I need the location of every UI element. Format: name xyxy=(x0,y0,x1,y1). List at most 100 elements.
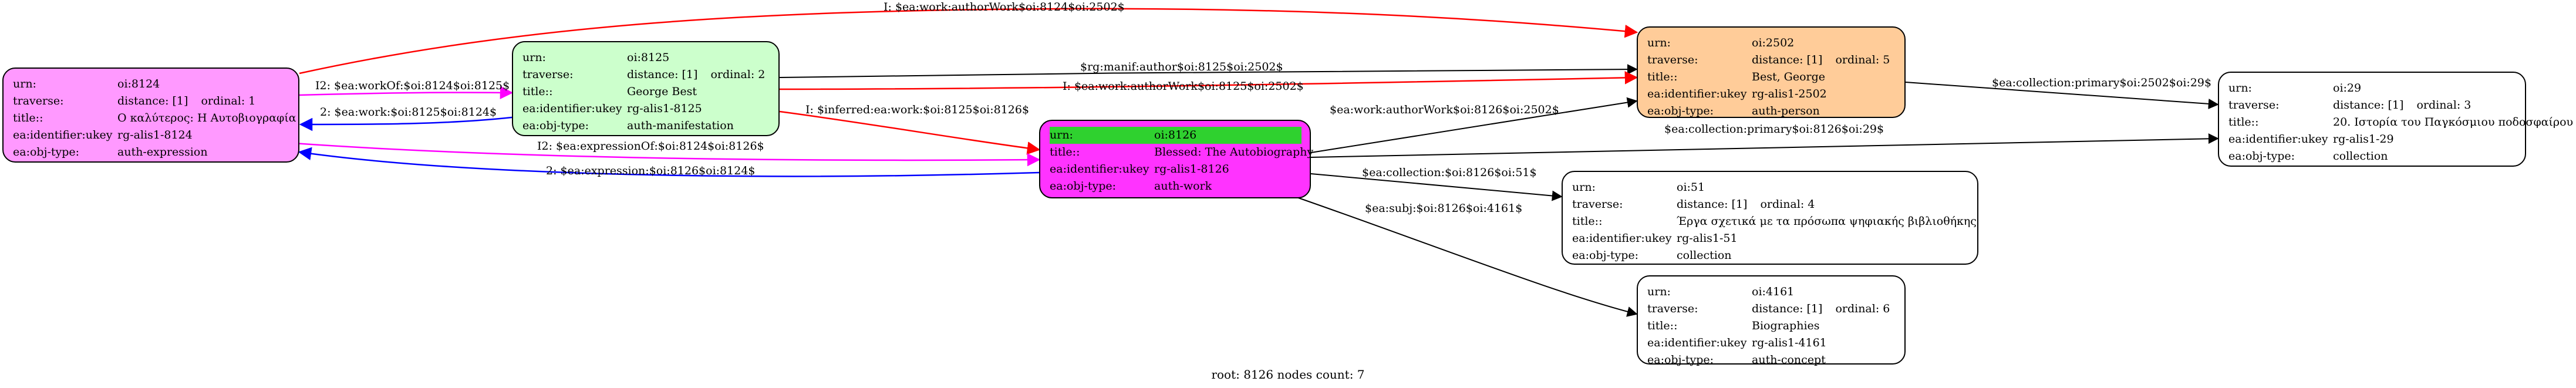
edge-e9 xyxy=(1310,97,1638,153)
node-row-title: title::Best, George xyxy=(1647,69,1896,86)
key-traverse: traverse: xyxy=(522,68,574,81)
edge-e12 xyxy=(1291,195,1638,317)
edge-e11 xyxy=(1310,173,1563,201)
node-row-title: title::Biographies xyxy=(1647,318,1896,335)
value-type: auth-work xyxy=(1154,180,1212,193)
value-type: auth-person xyxy=(1752,104,1820,117)
node-row-title: title::Ο καλύτερος: Η Αυτοβιογραφία xyxy=(13,110,296,127)
edge-label-e10: $ea:collection:primary$oi:8126$oi:29$ xyxy=(1664,123,1884,136)
node-oi-2502[interactable]: urn:oi:2502 traverse:distance: [1]ordina… xyxy=(1637,26,1906,118)
edge-label-e13: $ea:collection:primary$oi:2502$oi:29$ xyxy=(1992,76,2211,89)
key-type: ea:obj-type: xyxy=(13,146,80,158)
edge-e10 xyxy=(1310,133,2219,158)
edge-e8 xyxy=(298,147,1040,177)
edge-label-e8: 2: $ea:expression:$oi:8126$oi:8124$ xyxy=(546,164,756,177)
key-traverse: traverse: xyxy=(1647,302,1698,315)
value-title: Biographies xyxy=(1752,319,1820,332)
key-urn: urn: xyxy=(2228,82,2252,95)
node-row-type: ea:obj-type: collection xyxy=(1572,247,1969,264)
edge-label-e11: $ea:collection:$oi:8126$oi:51$ xyxy=(1362,166,1537,179)
value-traverse: distance: [1] xyxy=(1752,302,1823,315)
edge-label-e3: 2: $ea:work:$oi:8125$oi:8124$ xyxy=(320,106,497,119)
key-traverse: traverse: xyxy=(2228,99,2280,112)
key-type: ea:obj-type: xyxy=(522,119,589,132)
edge-label-e4: $rg:manif:author$oi:8125$oi:2502$ xyxy=(1080,60,1283,73)
node-row-traverse: traverse:distance: [1]ordinal: 5 xyxy=(1647,52,1896,69)
value-traverse: distance: [1] xyxy=(1677,198,1748,211)
node-oi-8125[interactable]: urn: oi:8125 traverse:distance: [1]ordina… xyxy=(512,41,780,136)
value-urn: oi:8124 xyxy=(117,77,160,90)
key-traverse: traverse: xyxy=(1572,198,1623,211)
key-traverse: traverse: xyxy=(13,95,64,107)
node-row-type: ea:obj-type:auth-work xyxy=(1050,178,1302,195)
node-oi-29[interactable]: urn:oi:29 traverse:distance: [1]ordinal:… xyxy=(2218,72,2573,167)
key-type: ea:obj-type: xyxy=(1647,353,1714,366)
node-row-traverse: traverse:distance: [1]ordinal: 4 xyxy=(1572,196,1969,213)
node-row-title: title::Έργα σχετικά με τα πρόσωπα ψηφιακ… xyxy=(1572,213,1977,230)
value-traverse: distance: [1] xyxy=(117,95,188,107)
value-ukey: rg-alis1-4161 xyxy=(1752,336,1827,349)
node-row-traverse: traverse: distance: [1] ordinal: 6 xyxy=(1647,301,1896,318)
edge-e4 xyxy=(779,64,1638,78)
edge-label-e7: I2: $ea:expressionOf:$oi:8124$oi:8126$ xyxy=(537,140,764,153)
key-type: ea:obj-type: xyxy=(2228,150,2295,163)
value-ukey: rg-alis1-8125 xyxy=(627,102,702,115)
edge-label-e2: I2: $ea:workOf:$oi:8124$oi:8125$ xyxy=(315,79,510,92)
node-row-title: title::Blessed: The Autobiography xyxy=(1050,144,1313,161)
value-title: Ο καλύτερος: Η Αυτοβιογραφία xyxy=(117,112,296,124)
value-ordinal: ordinal: 6 xyxy=(1835,302,1890,315)
node-row-ukey: ea:identifier:ukey rg-alis1-4161 xyxy=(1647,335,1896,352)
node-row-type: ea:obj-type: auth-manifestation xyxy=(522,117,770,134)
key-ukey: ea:identifier:ukey xyxy=(1647,336,1747,349)
node-oi-51[interactable]: urn:oi:51 traverse:distance: [1]ordinal:… xyxy=(1562,171,1978,265)
key-title: title:: xyxy=(1572,215,1603,228)
node-oi-4161[interactable]: urn:oi:4161 traverse:distance: [1]ordina… xyxy=(1637,275,1906,366)
value-type: auth-expression xyxy=(117,146,208,158)
key-type: ea:obj-type: xyxy=(1572,249,1639,262)
node-row-type: ea:obj-type: collection xyxy=(2228,148,2517,165)
value-title: George Best xyxy=(627,85,697,98)
key-urn: urn: xyxy=(1050,129,1073,141)
node-oi-8126-root[interactable]: urn: oi:8126 title::Blessed: The Autobiog… xyxy=(1039,120,1313,198)
edge-e13 xyxy=(1905,82,2219,109)
node-row-traverse: traverse: distance: [1] ordinal: 1 xyxy=(13,93,290,110)
node-row-traverse: traverse:distance: [1]ordinal: 3 xyxy=(2228,97,2517,114)
node-row-title: title::20. Ιστορία του Παγκόσμιου ποδοσφ… xyxy=(2228,114,2573,131)
value-ukey: rg-alis1-29 xyxy=(2333,133,2394,146)
key-ukey: ea:identifier:ukey xyxy=(1572,232,1672,245)
key-urn: urn: xyxy=(1647,285,1671,298)
edge-e6 xyxy=(779,110,1041,155)
key-title: title:: xyxy=(522,85,553,98)
node-row-type: ea:obj-type: auth-person xyxy=(1647,103,1896,120)
edge-label-e12: $ea:subj:$oi:8126$oi:4161$ xyxy=(1365,202,1522,215)
edge-e3 xyxy=(299,116,512,131)
value-title: Έργα σχετικά με τα πρόσωπα ψηφιακής βιβλ… xyxy=(1677,215,1977,228)
key-urn: urn: xyxy=(522,51,546,64)
value-urn: oi:8125 xyxy=(627,51,670,64)
node-row-type: ea:obj-type: auth-expression xyxy=(13,144,290,161)
node-row-urn: urn: oi:8126 xyxy=(1050,127,1302,144)
key-type: ea:obj-type: xyxy=(1647,104,1714,117)
value-ukey: rg-alis1-8126 xyxy=(1154,163,1229,176)
node-row-urn: urn:oi:2502 xyxy=(1647,35,1896,52)
value-urn: oi:29 xyxy=(2333,82,2362,95)
key-ukey: ea:identifier:ukey xyxy=(13,129,113,141)
key-title: title:: xyxy=(1647,319,1678,332)
value-type: auth-manifestation xyxy=(627,119,734,132)
value-urn: oi:8126 xyxy=(1154,129,1197,141)
edge-label-e6: I: $inferred:ea:work:$oi:8125$oi:8126$ xyxy=(805,103,1029,116)
value-ordinal: ordinal: 1 xyxy=(201,95,256,107)
edge-e5 xyxy=(779,71,1638,90)
node-row-traverse: traverse:distance: [1]ordinal: 2 xyxy=(522,66,770,83)
node-oi-8124[interactable]: urn:oi:8124 traverse:distance: [1]ordina… xyxy=(2,68,299,163)
value-type: collection xyxy=(1677,249,1732,262)
value-traverse: distance: [1] xyxy=(2333,99,2404,112)
edge-e2 xyxy=(299,86,514,100)
value-type: collection xyxy=(2333,150,2388,163)
edge-label-e1: I: $ea:work:authorWork$oi:8124$oi:2502$ xyxy=(884,1,1125,14)
value-urn: oi:2502 xyxy=(1752,36,1795,49)
